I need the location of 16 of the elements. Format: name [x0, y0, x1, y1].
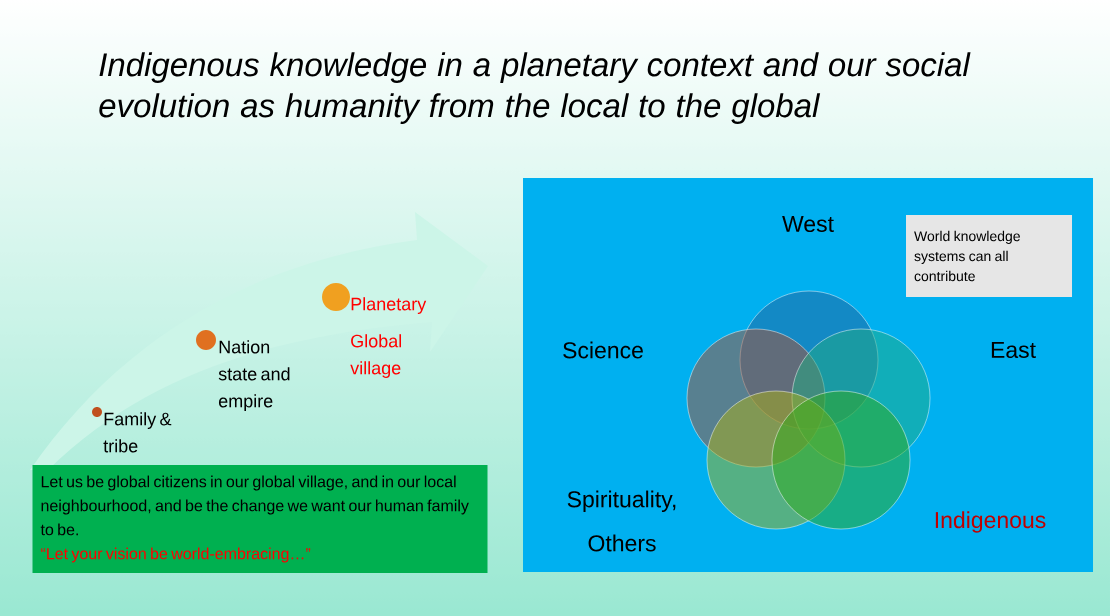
- stage-dot: [322, 283, 350, 311]
- region-label: Indigenous: [935, 511, 1046, 533]
- venn-circle: [771, 390, 911, 530]
- region-label: Science: [563, 341, 643, 359]
- stage-dot: [196, 330, 216, 350]
- stage-caption: Nation state and empire: [218, 340, 290, 411]
- title: Indigenous knowledge in a planetary context and our social evolution as humanity from the local to the global: [99, 52, 971, 124]
- region-label: West: [782, 216, 834, 232]
- note-box: World knowledge systems can all contribute: [906, 215, 1072, 297]
- region-label: East: [991, 342, 1036, 358]
- stage-caption: Family & tribe: [103, 412, 172, 453]
- stage-caption: Planetary: [351, 297, 427, 314]
- region-label: Spirituality, Others: [567, 490, 676, 552]
- panel-background: [523, 178, 1093, 572]
- quote-box: Let us be global citizens in our global village, and in our local neighbourhood, and be the change we want our human family to be. “Let your vision be world-embracing…”: [32, 465, 488, 573]
- stage-caption: Global village: [350, 334, 401, 378]
